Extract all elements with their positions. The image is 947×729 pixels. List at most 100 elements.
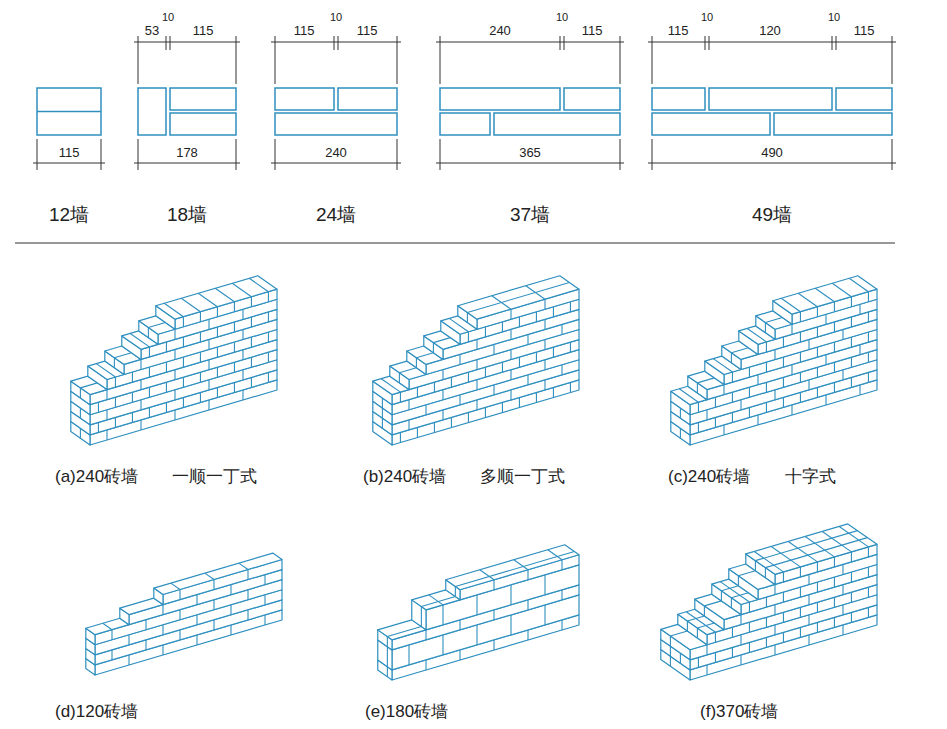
dimension-tick bbox=[564, 36, 565, 50]
brick-joint bbox=[242, 350, 243, 360]
brick-joint bbox=[570, 382, 571, 392]
dimension-tick bbox=[705, 36, 706, 50]
dimension-tick bbox=[440, 36, 441, 84]
dimension-tick bbox=[892, 139, 893, 170]
brick-joint bbox=[510, 350, 511, 360]
brick-joint bbox=[148, 328, 149, 338]
dimension-number: 365 bbox=[519, 146, 541, 161]
figure-caption: 十字式 bbox=[785, 467, 836, 487]
brick-plan bbox=[275, 113, 397, 135]
dimension-line bbox=[271, 42, 401, 43]
brick-joint bbox=[527, 630, 528, 640]
brick-joint bbox=[851, 357, 852, 367]
brick-joint bbox=[783, 632, 784, 642]
brick-joint bbox=[680, 408, 681, 418]
dimension-tick bbox=[397, 36, 398, 84]
brick-joint bbox=[442, 635, 443, 655]
brick-joint bbox=[774, 390, 775, 400]
dimension-line bbox=[271, 163, 401, 164]
brick-joint bbox=[731, 598, 732, 608]
brick-plan bbox=[440, 88, 560, 110]
brick-joint bbox=[442, 410, 443, 420]
brick-joint bbox=[766, 637, 767, 647]
brick-joint bbox=[842, 625, 843, 635]
figure-caption: (a)240砖墙 bbox=[55, 467, 138, 487]
wall-name: 49墙 bbox=[752, 204, 792, 226]
brick-joint bbox=[149, 347, 150, 357]
figure-caption: (c)240砖墙 bbox=[668, 467, 750, 487]
brick-joint bbox=[417, 387, 418, 397]
dimension-tick bbox=[652, 36, 653, 84]
brick-joint bbox=[698, 657, 699, 667]
brick-joint bbox=[704, 601, 721, 606]
brick-joint bbox=[825, 355, 826, 365]
brick-joint bbox=[80, 428, 81, 438]
brick-joint bbox=[476, 339, 477, 349]
brick-joint bbox=[476, 380, 477, 390]
dimension-line bbox=[436, 163, 624, 164]
brick-joint bbox=[817, 387, 818, 397]
brick-joint bbox=[442, 605, 443, 625]
brick-joint bbox=[425, 405, 426, 415]
brick-joint bbox=[527, 570, 528, 580]
brick-joint bbox=[510, 370, 511, 380]
brick-joint bbox=[808, 615, 809, 625]
brick-joint bbox=[680, 428, 681, 438]
brick-joint bbox=[174, 329, 175, 339]
brick-joint bbox=[114, 358, 115, 368]
brick-joint bbox=[766, 402, 767, 412]
brick-joint bbox=[783, 357, 784, 367]
brick-joint bbox=[851, 377, 852, 387]
brick-joint bbox=[519, 317, 520, 327]
brick-joint bbox=[468, 332, 469, 342]
dimension-tick bbox=[892, 36, 893, 84]
brick-joint bbox=[434, 422, 435, 432]
brick-joint bbox=[519, 357, 520, 367]
brick-joint bbox=[808, 380, 809, 390]
brick-joint bbox=[510, 615, 511, 635]
brick-joint bbox=[476, 400, 477, 410]
brick-joint bbox=[251, 337, 252, 347]
brick-joint bbox=[149, 407, 150, 417]
brick-joint bbox=[740, 635, 741, 645]
dimension-line bbox=[134, 163, 240, 164]
wall-top-face bbox=[156, 276, 277, 319]
brick-joint bbox=[868, 547, 869, 557]
brick-joint bbox=[467, 312, 468, 322]
brick-joint bbox=[485, 367, 486, 377]
brick-joint bbox=[442, 390, 443, 400]
wall-name: 12墙 bbox=[49, 204, 89, 226]
brick-joint bbox=[822, 531, 851, 551]
brick-joint bbox=[834, 577, 835, 587]
brick-joint bbox=[242, 370, 243, 380]
dimension-tick bbox=[138, 36, 139, 84]
brick-joint bbox=[842, 370, 843, 380]
brick-joint bbox=[234, 382, 235, 392]
brick-joint bbox=[455, 587, 456, 597]
brick-joint bbox=[544, 605, 545, 625]
brick-joint bbox=[519, 397, 520, 407]
dimension-number: 115 bbox=[582, 24, 603, 39]
dimension-number: 10 bbox=[330, 11, 342, 24]
brick-joint bbox=[208, 360, 209, 370]
brick-joint bbox=[783, 337, 784, 347]
brick-joint bbox=[781, 298, 800, 311]
brick-joint bbox=[544, 360, 545, 370]
brick-joint bbox=[268, 312, 269, 322]
dimension-tick bbox=[37, 139, 38, 170]
brick-joint bbox=[825, 395, 826, 405]
brick-joint bbox=[387, 647, 388, 667]
brick-joint bbox=[459, 395, 460, 405]
brick-joint bbox=[544, 380, 545, 390]
brick-wall-drawing bbox=[71, 276, 277, 445]
brick-joint bbox=[800, 627, 801, 637]
brick-joint bbox=[732, 627, 733, 637]
brick-joint bbox=[213, 600, 214, 610]
brick-joint bbox=[510, 390, 511, 400]
dimension-number: 115 bbox=[193, 24, 214, 39]
brick-joint bbox=[783, 612, 784, 622]
brick-joint bbox=[217, 387, 218, 397]
brick-joint bbox=[247, 610, 248, 620]
dimension-number: 53 bbox=[145, 24, 159, 39]
